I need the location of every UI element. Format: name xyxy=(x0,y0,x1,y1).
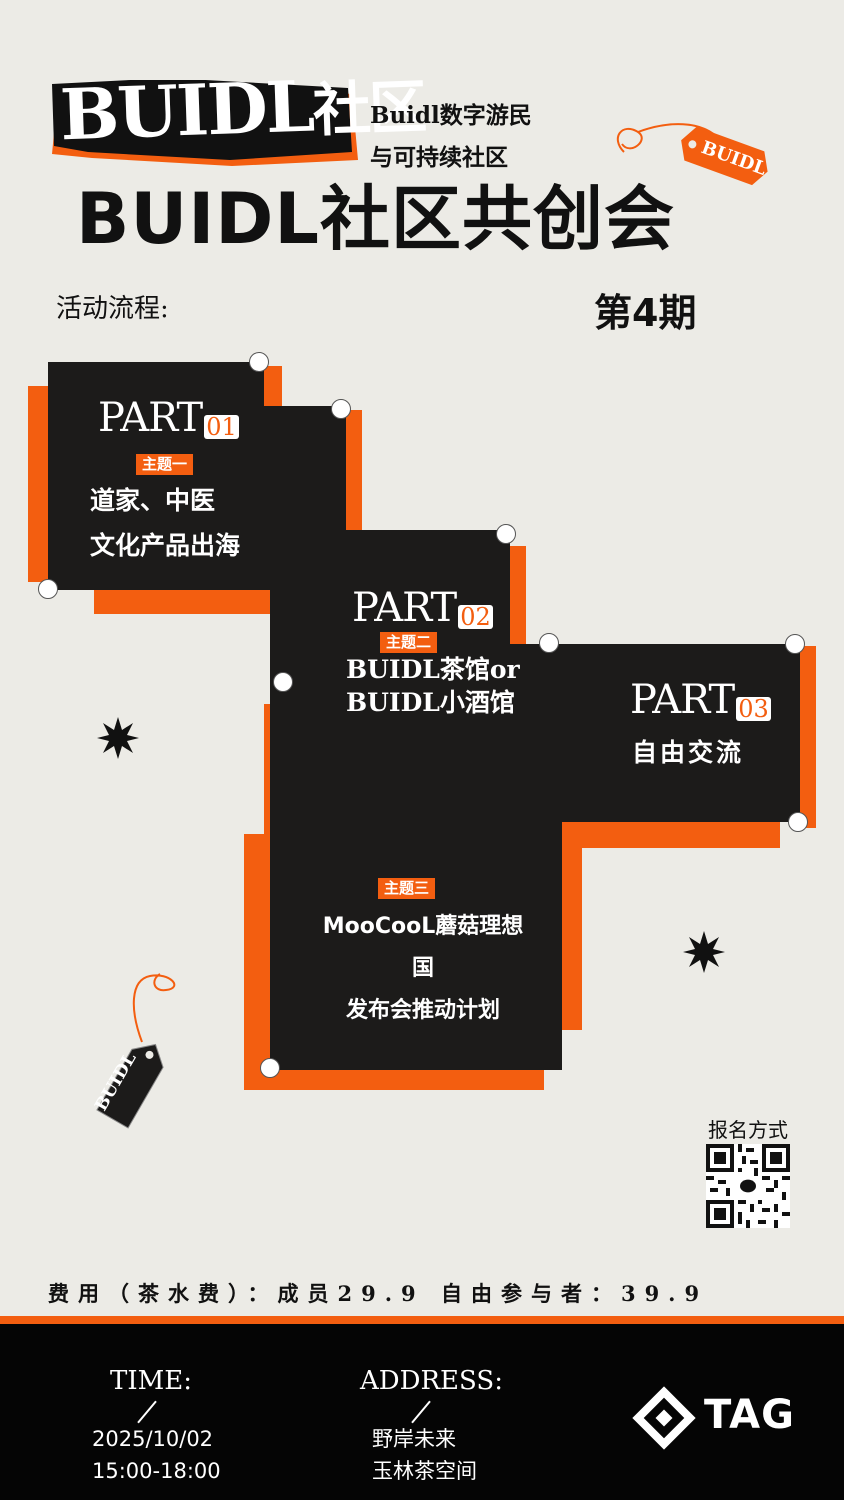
address-label: ADDRESS: xyxy=(360,1366,503,1396)
part01-label: PART xyxy=(98,395,203,441)
logo-main: BUIDL xyxy=(58,64,315,157)
part01-text: 道家、中医 文化产品出海 xyxy=(90,478,240,568)
panel4-shadow-left xyxy=(244,834,270,1090)
panel-theme3 xyxy=(270,684,562,1070)
corner-dot xyxy=(249,352,269,372)
part01-line2: 文化产品出海 xyxy=(90,531,241,560)
event-hours: 15:00-18:00 xyxy=(92,1458,221,1483)
part02-label: PART xyxy=(352,585,457,631)
part02-number: 02 xyxy=(458,603,493,631)
event-address: 野岸未来 玉林茶空间 xyxy=(372,1424,477,1487)
corner-dot xyxy=(260,1058,280,1078)
panel3-shadow-right xyxy=(800,646,816,828)
panel4-shadow-right xyxy=(562,830,582,1030)
theme3-text: MooCooL蘑菇理想国 发布会推动计划 xyxy=(318,906,528,1031)
part02-line1: BUIDL茶馆or xyxy=(346,655,520,684)
brand-name: TAG xyxy=(704,1392,795,1438)
hang-tag-top-icon xyxy=(617,123,768,186)
panel2-shadow-right xyxy=(510,546,526,676)
page-title: BUIDL社区共创会 xyxy=(76,178,675,260)
logo-plate xyxy=(52,80,358,166)
starburst-icon xyxy=(683,931,725,973)
part02-line2: BUIDL小酒馆 xyxy=(346,687,515,717)
part03-text: 自由交流 xyxy=(632,738,745,767)
issue-number: 第4期 xyxy=(594,291,697,335)
corner-dot xyxy=(539,633,559,653)
part03-label: PART xyxy=(630,677,735,723)
panel-part02-bridge xyxy=(116,530,510,590)
qr-label: 报名方式 xyxy=(708,1118,788,1142)
theme3-line2: 发布会推动计划 xyxy=(345,997,500,1023)
time-label: TIME: xyxy=(110,1366,192,1396)
part01-theme-tag: 主题一 xyxy=(136,454,194,475)
starburst-icon xyxy=(97,717,139,759)
corner-dot xyxy=(273,672,293,692)
hang-tag-bottom-icon xyxy=(96,973,176,1129)
subtitle-line2: 与可持续社区 xyxy=(370,144,508,171)
subtitle-line1: Buidl数字游民 xyxy=(370,102,532,129)
panel4-shadow-bottom xyxy=(244,1068,544,1090)
panel1-shadow-right xyxy=(346,410,362,530)
corner-dot xyxy=(496,524,516,544)
fee-info: 费用（茶水费）：成员29.9 自由参与者：39.9 xyxy=(48,1281,709,1306)
part01-line1: 道家、中医 xyxy=(90,486,216,515)
part03-number: 03 xyxy=(736,695,771,723)
event-time: 2025/10/02 15:00-18:00 xyxy=(92,1424,221,1487)
theme3-line1: MooCooL蘑菇理想国 xyxy=(322,914,524,981)
event-date: 2025/10/02 xyxy=(92,1427,214,1451)
corner-dot xyxy=(785,634,805,654)
footer-accent-line xyxy=(0,1316,844,1324)
panel1-shadow-top xyxy=(264,366,282,406)
tag-logo-icon xyxy=(632,1386,696,1450)
corner-dot xyxy=(38,579,58,599)
corner-dot xyxy=(331,399,351,419)
qr-code-icon[interactable] xyxy=(706,1144,790,1228)
process-label: 活动流程: xyxy=(56,294,169,324)
panel1-shadow-left xyxy=(28,386,48,582)
panel3-shadow-bottom xyxy=(562,820,780,848)
part02-text: BUIDL茶馆or BUIDL小酒馆 xyxy=(346,654,520,719)
part02-theme-tag: 主题二 xyxy=(380,632,438,653)
address-line2: 玉林茶空间 xyxy=(372,1458,477,1483)
address-line1: 野岸未来 xyxy=(372,1427,456,1451)
part01-number: 01 xyxy=(204,413,239,441)
corner-dot xyxy=(788,812,808,832)
theme3-tag: 主题三 xyxy=(378,878,436,899)
